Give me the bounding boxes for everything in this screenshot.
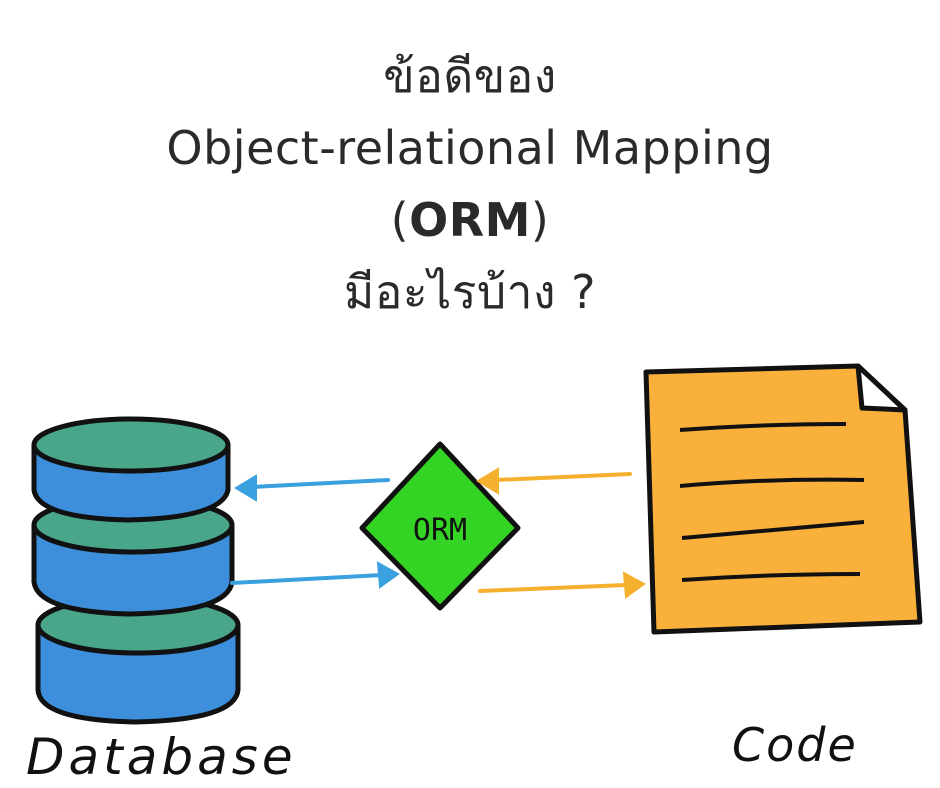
code-arrows bbox=[476, 467, 646, 599]
database-cylinder-icon bbox=[31, 416, 241, 725]
title-paren-close: ) bbox=[530, 193, 550, 247]
code-label: Code bbox=[732, 718, 858, 772]
title-line-4: มีอะไรบ้าง ? bbox=[343, 265, 597, 319]
title-block: ข้อดีของ Object-relational Mapping (ORM)… bbox=[0, 40, 940, 328]
orm-diamond-icon: ORM bbox=[359, 441, 521, 611]
orm-diagram: ORM bbox=[31, 363, 923, 725]
title-line-2: Object-relational Mapping bbox=[166, 121, 774, 175]
title-line-3: (ORM) bbox=[0, 184, 940, 256]
title-paren-open: ( bbox=[390, 193, 410, 247]
database-label: Database bbox=[26, 728, 297, 786]
title-orm-bold: ORM bbox=[409, 193, 531, 247]
code-document-icon bbox=[643, 363, 923, 635]
orm-label: ORM bbox=[413, 513, 467, 548]
db-arrows bbox=[230, 474, 400, 589]
title-line-1: ข้อดีของ bbox=[383, 49, 557, 103]
